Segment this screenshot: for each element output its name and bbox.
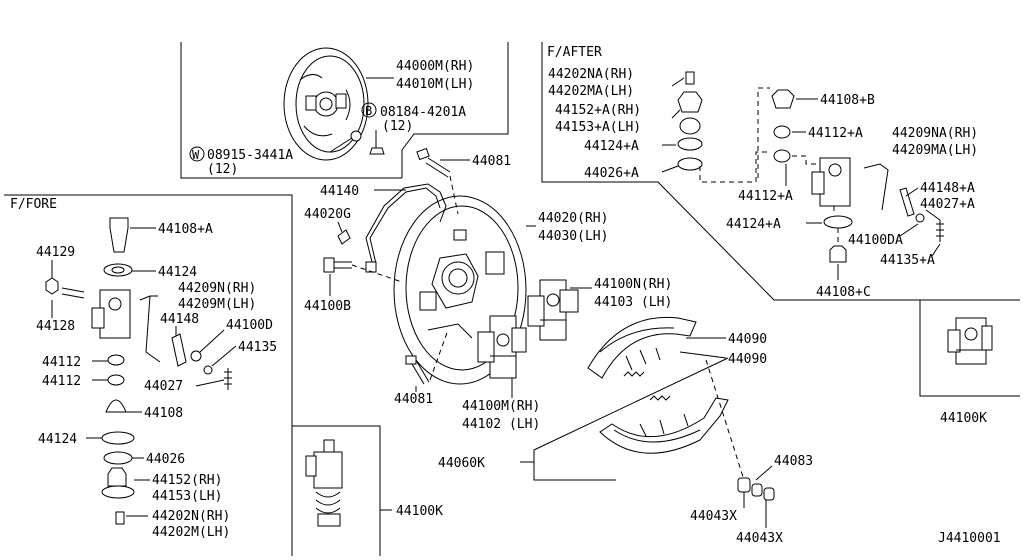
after-label-44209na: 44209NA(RH) (892, 126, 978, 141)
brake-shoe-upper (587, 316, 697, 379)
fore-label-44153: 44153(LH) (152, 489, 222, 504)
label-44030: 44030(LH) (538, 229, 608, 244)
label-44043x-b: 44043X (736, 531, 783, 546)
fore-label-44108a: 44108+A (158, 222, 213, 237)
fore-label-44124: 44124 (158, 265, 197, 280)
label-44103: 44103 (LH) (594, 295, 672, 310)
adjuster-parts (737, 477, 775, 501)
label-44020g: 44020G (304, 207, 351, 222)
fore-label-44112-b: 44112 (42, 374, 81, 389)
section-label-after: F/AFTER (547, 45, 602, 60)
fore-label-44152: 44152(RH) (152, 473, 222, 488)
after-label-44124a-b: 44124+A (726, 217, 781, 232)
fore-label-44124b: 44124 (38, 432, 77, 447)
fore-label-44129: 44129 (36, 245, 75, 260)
label-44083: 44083 (774, 454, 813, 469)
wheel-cylinder-kit-right (947, 317, 993, 365)
section-label-fore: F/FORE (10, 197, 57, 212)
after-label-44152a: 44152+A(RH) (555, 103, 641, 118)
label-44100b: 44100B (304, 299, 351, 314)
brake-pipe (365, 183, 447, 263)
washer-part (350, 130, 362, 142)
after-label-44108c: 44108+C (816, 285, 871, 300)
label-44100k-right: 44100K (940, 411, 987, 426)
section-frames (4, 42, 1020, 556)
label-44100n: 44100N(RH) (594, 277, 672, 292)
bolt-44100b (323, 257, 352, 273)
after-label-44108b: 44108+B (820, 93, 875, 108)
label-44090-a: 44090 (728, 332, 767, 347)
label-08915: 08915-3441A (207, 148, 293, 163)
after-label-44135a: 44135+A (880, 253, 935, 268)
label-44102: 44102 (LH) (462, 417, 540, 432)
after-label-44202ma: 44202MA(LH) (548, 84, 634, 99)
after-label-44202na: 44202NA(RH) (548, 67, 634, 82)
fore-label-44202m: 44202M(LH) (152, 525, 230, 540)
label-44090-b: 44090 (728, 352, 767, 367)
label-44100k-bottom: 44100K (396, 504, 443, 519)
backing-plate-assembly (283, 47, 369, 161)
after-label-44209ma: 44209MA(LH) (892, 143, 978, 158)
bolt-badge (361, 102, 377, 118)
fore-label-44202n: 44202N(RH) (152, 509, 230, 524)
after-label-44112a-top: 44112+A (808, 126, 863, 141)
after-label-44027a: 44027+A (920, 197, 975, 212)
washer-badge (189, 146, 205, 162)
label-08184-qty: (12) (382, 119, 413, 134)
after-label-44100da: 44100DA (848, 233, 903, 248)
label-44081-top: 44081 (472, 154, 511, 169)
bolt-part (369, 147, 385, 155)
label-44081-bottom: 44081 (394, 392, 433, 407)
after-label-44148a: 44148+A (920, 181, 975, 196)
bolt-44081-top (416, 147, 451, 178)
wheel-cylinder-kit-bottom (305, 439, 343, 527)
fore-label-44148: 44148 (160, 312, 199, 327)
brake-shoe-lower (599, 397, 729, 454)
after-label-44153a: 44153+A(LH) (555, 120, 641, 135)
label-44043x-a: 44043X (690, 509, 737, 524)
fore-label-44100d: 44100D (226, 318, 273, 333)
fore-label-44135: 44135 (238, 340, 277, 355)
spring-upper (623, 371, 645, 377)
fore-label-44128: 44128 (36, 319, 75, 334)
after-parts (677, 71, 944, 263)
after-label-44124a: 44124+A (584, 139, 639, 154)
label-44010m: 44010M(LH) (396, 77, 474, 92)
fore-parts (45, 217, 232, 525)
after-label-44112a-bot: 44112+A (738, 189, 793, 204)
after-label-44026a: 44026+A (584, 166, 639, 181)
spring-lower (649, 395, 671, 401)
label-08915-qty: (12) (207, 162, 238, 177)
bolt-badge-letter: B (365, 104, 372, 118)
label-44140: 44140 (320, 184, 359, 199)
label-44000m: 44000M(RH) (396, 59, 474, 74)
fore-label-44209m: 44209M(LH) (178, 297, 256, 312)
fore-label-44108: 44108 (144, 406, 183, 421)
fore-label-44027: 44027 (144, 379, 183, 394)
fore-label-44209n: 44209N(RH) (178, 281, 256, 296)
bolt-44081-bottom (405, 355, 430, 385)
label-44020: 44020(RH) (538, 211, 608, 226)
wheel-cylinder-44100m (477, 315, 527, 379)
fore-label-44026: 44026 (146, 452, 185, 467)
clip-44020g (337, 229, 351, 245)
label-44060k: 44060K (438, 456, 485, 471)
label-08184: 08184-4201A (380, 105, 466, 120)
drawing-code: J4410001 (938, 531, 1001, 546)
fore-label-44112-a: 44112 (42, 355, 81, 370)
washer-badge-letter: W (192, 148, 200, 162)
wheel-cylinder-44100n (527, 279, 579, 341)
label-44100m: 44100M(RH) (462, 399, 540, 414)
